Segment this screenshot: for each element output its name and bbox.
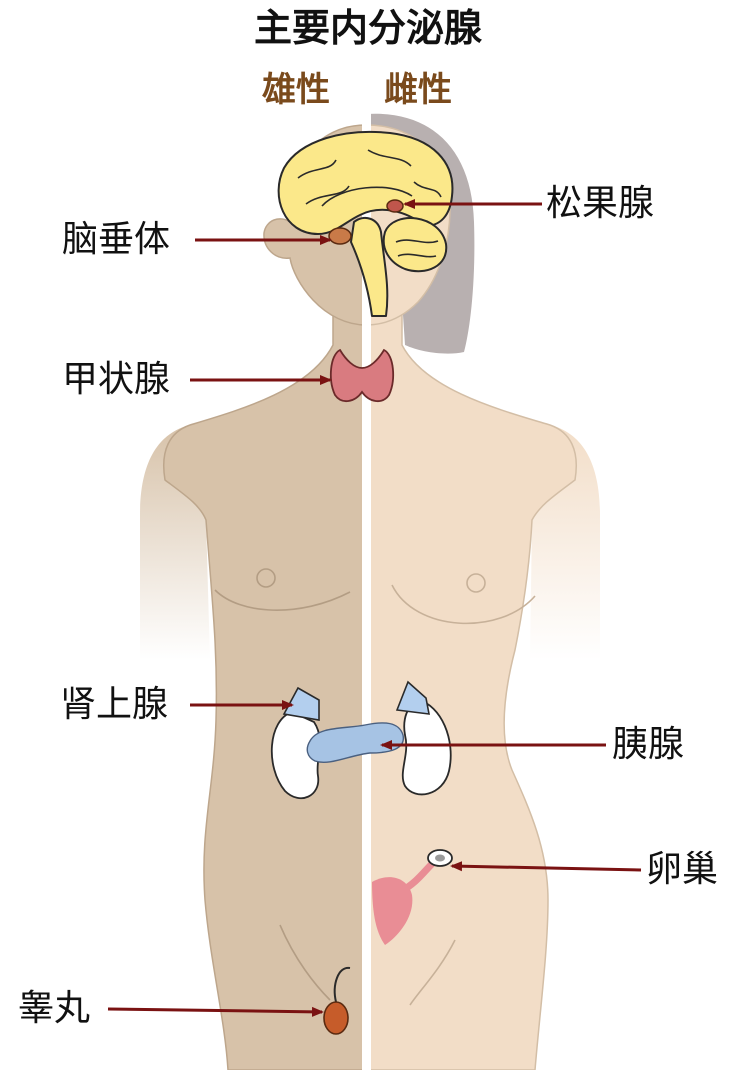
testis <box>324 1002 348 1034</box>
pineal-gland <box>387 200 403 212</box>
label-adrenal: 肾上腺 <box>60 687 168 723</box>
subtitle-female: 雌性 <box>384 72 452 109</box>
label-pituitary: 脑垂体 <box>62 222 170 258</box>
label-testis: 睾丸 <box>18 991 90 1027</box>
label-ovary: 卵巢 <box>646 852 718 888</box>
pituitary-gland <box>329 228 351 244</box>
ovary-core <box>435 855 445 862</box>
label-pineal: 松果腺 <box>546 186 654 222</box>
diagram-title: 主要内分泌腺 <box>0 8 736 50</box>
label-pancreas: 胰腺 <box>612 727 684 763</box>
label-thyroid: 甲状腺 <box>62 362 170 398</box>
subtitle-male: 雄性 <box>262 72 330 109</box>
